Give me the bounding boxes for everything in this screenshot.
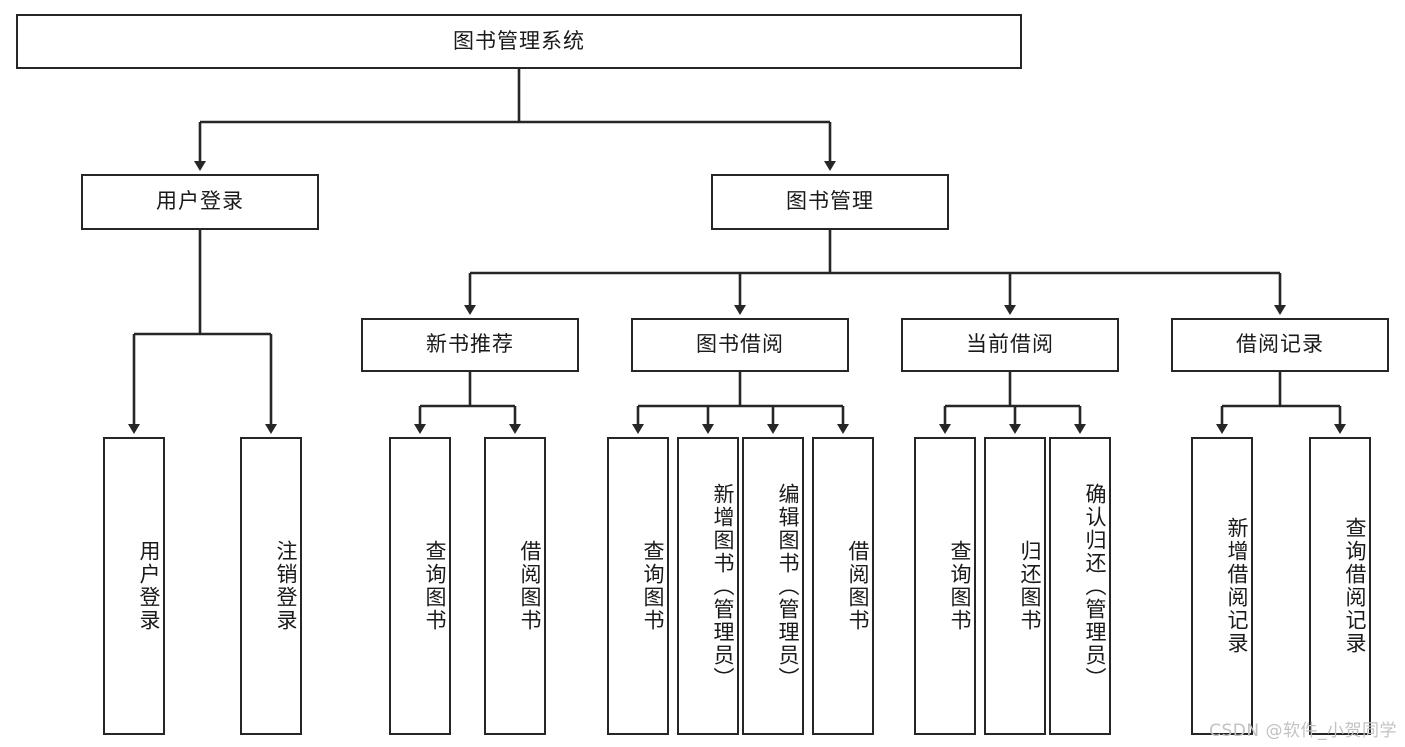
node-leaf-query-book-2[interactable]: 查询图书 [607,437,669,735]
node-label: 查询图书 [423,540,447,632]
node-leaf-add-book[interactable]: 新增图书（管理员） [677,437,739,735]
node-current-borrow[interactable]: 当前借阅 [901,318,1119,372]
node-label: 用户登录 [137,540,161,632]
node-label: 借阅图书 [518,540,542,632]
node-label: 当前借阅 [966,332,1054,357]
node-label: 新增图书（管理员） [711,482,735,690]
node-label: 借阅图书 [846,540,870,632]
node-leaf-logout[interactable]: 注销登录 [240,437,302,735]
watermark-text: CSDN @软件_小贺同学 [1209,721,1397,741]
node-leaf-query-record[interactable]: 查询借阅记录 [1309,437,1371,735]
node-book-borrow[interactable]: 图书借阅 [631,318,849,372]
node-user-login[interactable]: 用户登录 [81,174,319,230]
node-label: 图书管理 [786,189,874,214]
node-leaf-add-record[interactable]: 新增借阅记录 [1191,437,1253,735]
node-label: 编辑图书（管理员） [776,482,800,690]
node-book-manage[interactable]: 图书管理 [711,174,949,230]
node-label: 确认归还（管理员） [1083,482,1107,690]
node-label: 新增借阅记录 [1225,517,1249,655]
node-label: 图书借阅 [696,332,784,357]
node-leaf-edit-book[interactable]: 编辑图书（管理员） [742,437,804,735]
node-label: 查询借阅记录 [1343,517,1367,655]
node-label: 查询图书 [641,540,665,632]
node-label: 查询图书 [948,540,972,632]
node-label: 图书管理系统 [453,28,585,53]
node-leaf-borrow-book-1[interactable]: 借阅图书 [484,437,546,735]
node-leaf-user-login[interactable]: 用户登录 [103,437,165,735]
node-label: 新书推荐 [426,332,514,357]
node-label: 借阅记录 [1236,332,1324,357]
node-borrow-record[interactable]: 借阅记录 [1171,318,1389,372]
node-leaf-query-book-1[interactable]: 查询图书 [389,437,451,735]
node-label: 注销登录 [274,540,298,632]
node-new-book-recommend[interactable]: 新书推荐 [361,318,579,372]
node-leaf-return-book[interactable]: 归还图书 [984,437,1046,735]
node-root[interactable]: 图书管理系统 [16,14,1022,69]
node-leaf-confirm-return[interactable]: 确认归还（管理员） [1049,437,1111,735]
node-label: 归还图书 [1018,540,1042,632]
node-label: 用户登录 [156,189,244,214]
node-leaf-borrow-book-2[interactable]: 借阅图书 [812,437,874,735]
node-leaf-query-book-3[interactable]: 查询图书 [914,437,976,735]
